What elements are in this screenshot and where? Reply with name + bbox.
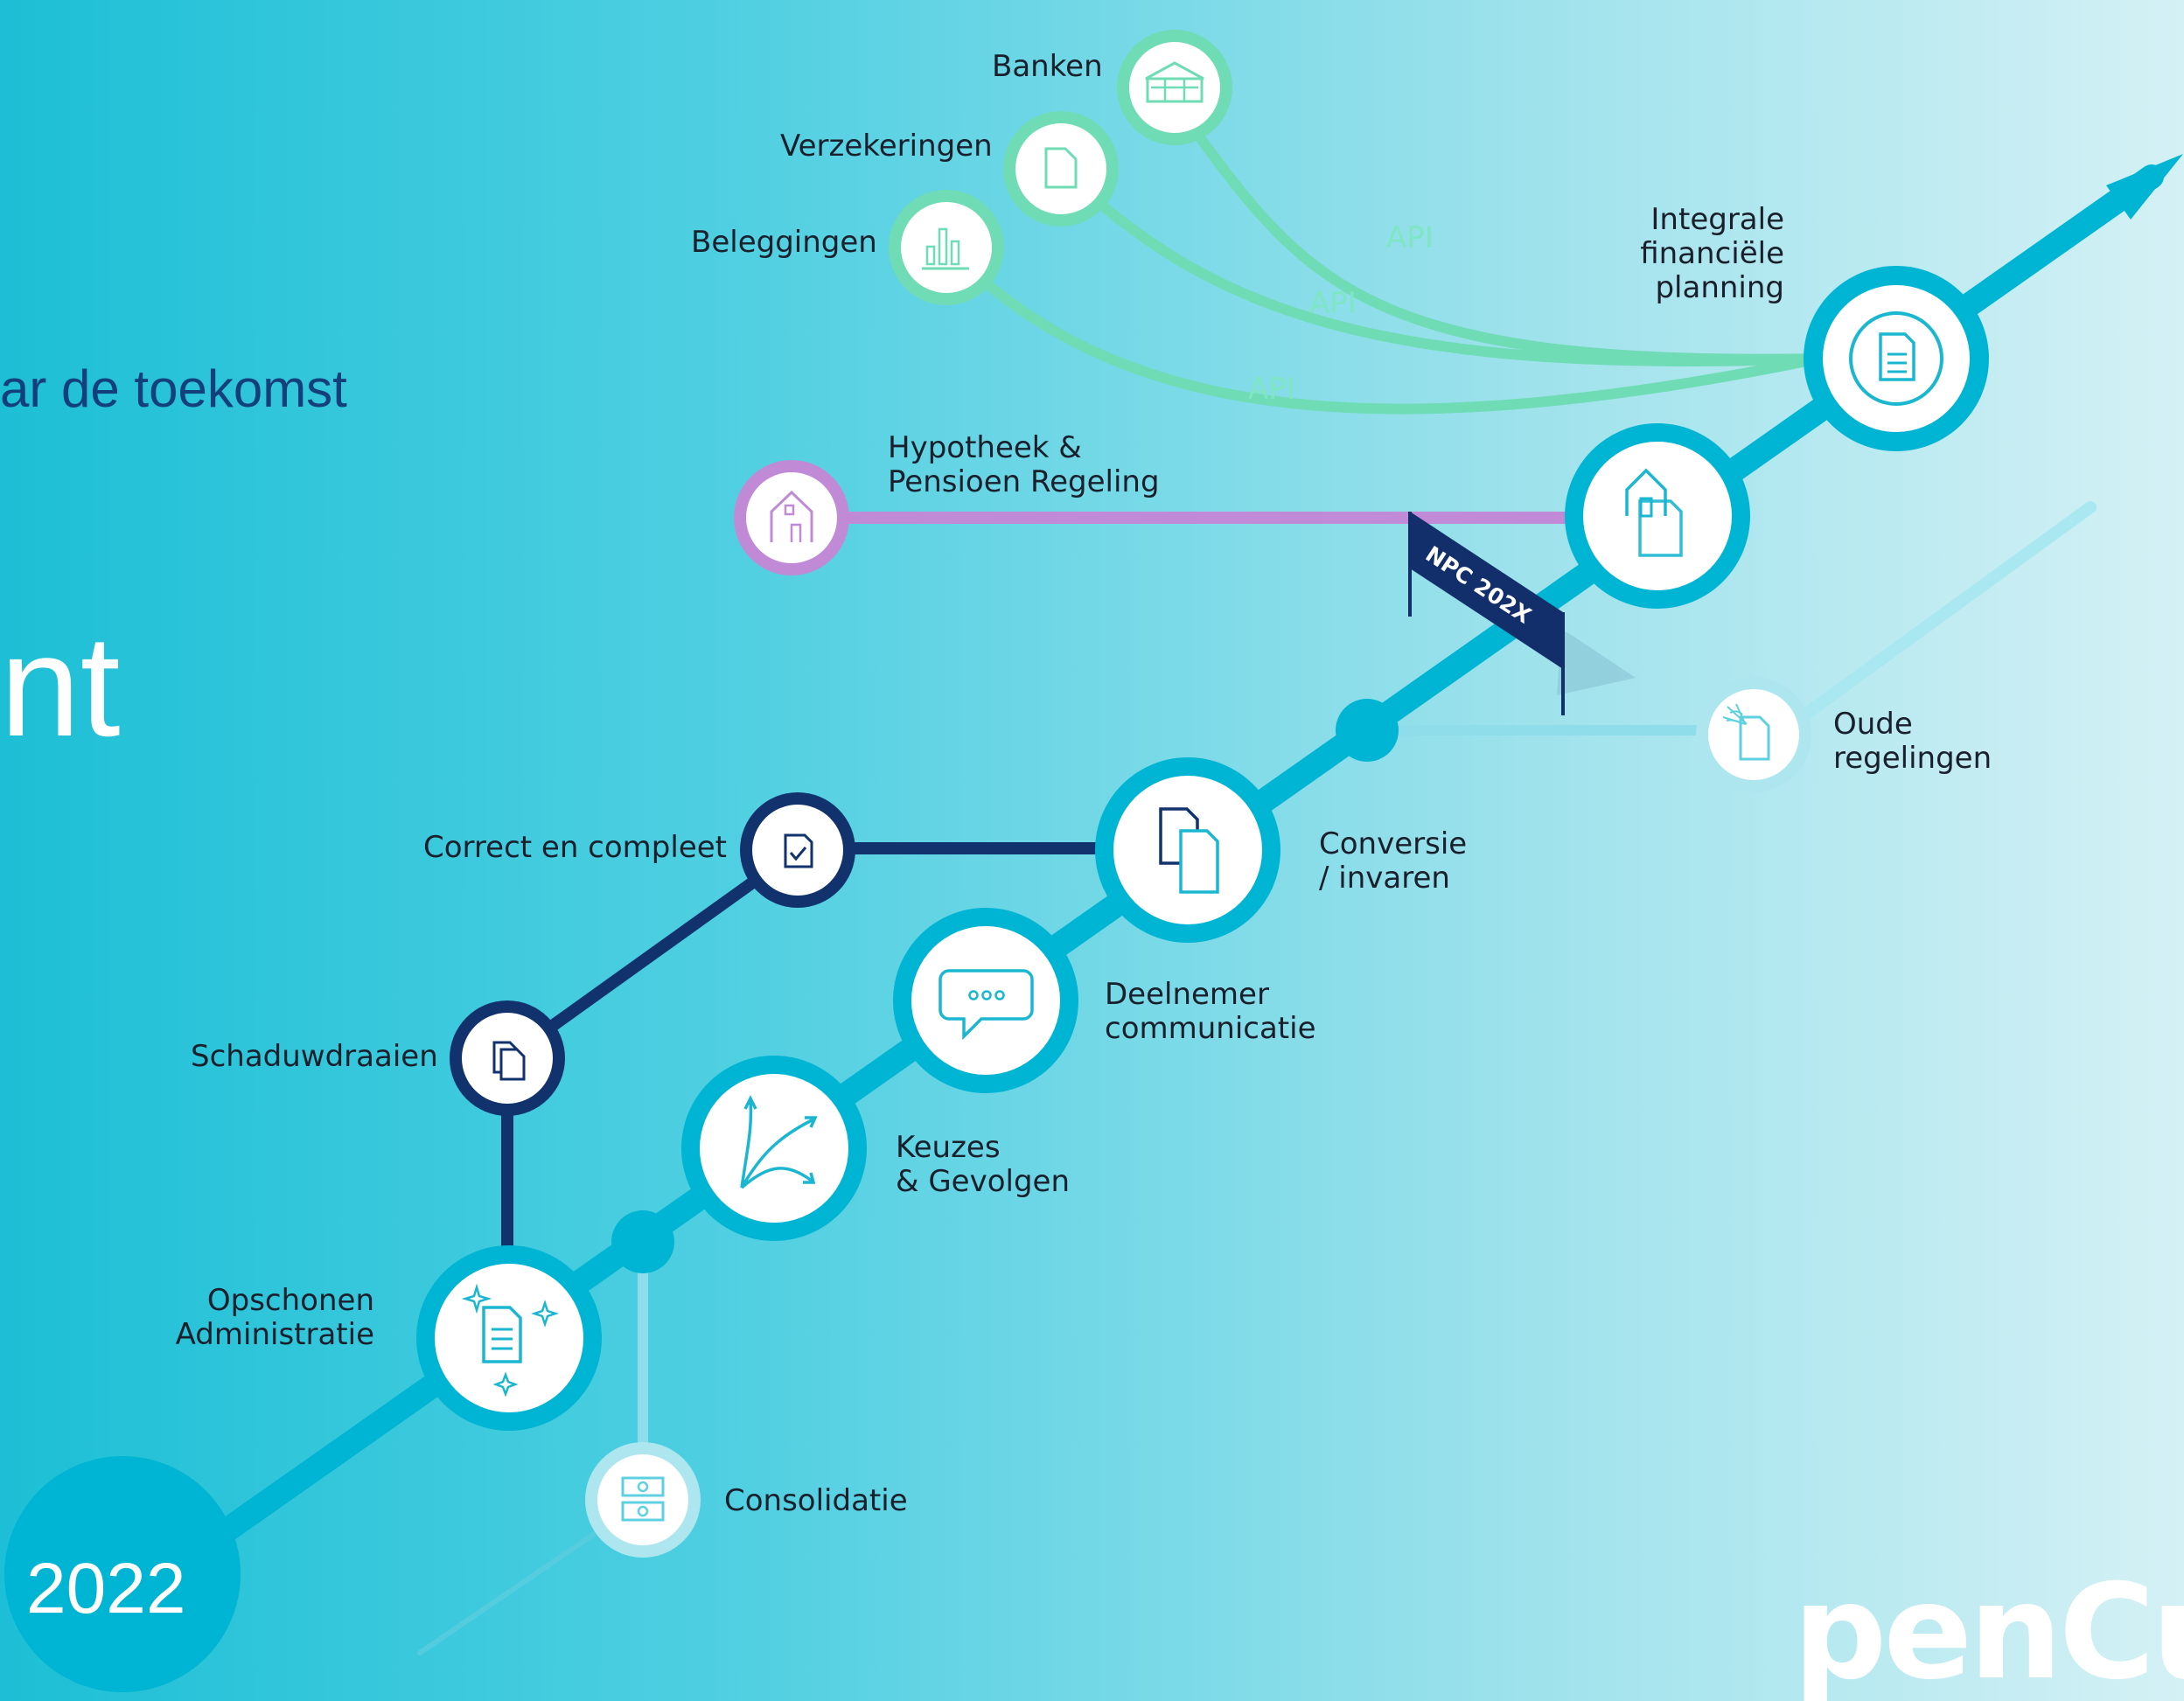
- pencu-logo: penCu: [1793, 1557, 2184, 1701]
- timeline-arrowhead: [2106, 154, 2183, 220]
- hypotheek-line-house-node: [1565, 423, 1750, 609]
- house-documents-icon: [1625, 468, 1683, 557]
- timeline-dot-oude: [1336, 699, 1399, 762]
- document-icon: [1044, 147, 1078, 189]
- label-verzekeringen: Verzekeringen: [780, 129, 993, 164]
- label-deelnemer: Deelnemer communicatie: [1105, 977, 1316, 1046]
- label-consolidatie: Consolidatie: [724, 1483, 908, 1518]
- flag-banner: [1410, 512, 1563, 669]
- conversie-node: [1095, 757, 1280, 943]
- label-opschonen: Opschonen Administratie: [175, 1283, 374, 1352]
- label-keuzes: Keuzes & Gevolgen: [896, 1130, 1071, 1199]
- label-correct: Correct en compleet: [423, 830, 727, 865]
- hypotheek-node: [734, 460, 849, 575]
- api-curve-verzekeringen: [1058, 166, 1820, 367]
- schaduw-node: [450, 1000, 565, 1116]
- label-hypotheek: Hypotheek & Pensioen Regeling: [888, 430, 1160, 499]
- beleggingen-node: [889, 190, 1004, 305]
- year-circle: [4, 1456, 241, 1692]
- chat-bubble-icon: [938, 969, 1034, 1041]
- checked-document-icon: [784, 833, 813, 868]
- label-oude: Oude regelingen: [1833, 707, 1992, 776]
- sparkle-document-icon: [461, 1283, 559, 1398]
- opschonen-node: [416, 1245, 602, 1431]
- label-beleggingen: Beleggingen: [691, 225, 877, 260]
- shadow-track-line: [501, 842, 1106, 1246]
- slide-title: nt: [0, 605, 121, 766]
- api-label-banken: API: [1386, 220, 1434, 255]
- api-curve-beleggingen: [945, 245, 1821, 415]
- consolidatie-node: [585, 1442, 701, 1558]
- shadow-documents-icon: [492, 1041, 526, 1081]
- flag-shadow: [1557, 630, 1636, 695]
- copy-documents-icon: [1159, 807, 1219, 894]
- faded-branch-line: [1796, 501, 2097, 723]
- diverging-arrows-icon: [740, 1095, 818, 1189]
- refresh-document-icon: [1879, 332, 1915, 381]
- oude-node: [1696, 677, 1811, 792]
- cobweb-document-icon: [1722, 703, 1770, 761]
- verzekeringen-node: [1003, 111, 1119, 227]
- label-banken: Banken: [992, 49, 1103, 84]
- label-integrale: Integrale financiële planning: [1640, 202, 1784, 305]
- correct-node: [740, 792, 855, 908]
- integrale-node: [1804, 266, 1989, 451]
- slide-subtitle: ar de toekomst: [0, 359, 347, 418]
- label-conversie: Conversie / invaren: [1319, 826, 1468, 896]
- timeline-dot-consolidatie: [611, 1210, 674, 1273]
- bank-building-icon: [1145, 61, 1204, 103]
- label-schaduw: Schaduwdraaien: [191, 1039, 438, 1074]
- keuzes-node: [681, 1056, 867, 1241]
- house-icon: [770, 490, 813, 542]
- year-label: 2022: [26, 1549, 186, 1628]
- money-notes-icon: [621, 1476, 665, 1522]
- faint-bg-line: [417, 1519, 615, 1656]
- api-label-beleggingen: API: [1248, 372, 1295, 407]
- bar-chart-icon: [922, 227, 969, 270]
- deelnemer-node: [893, 908, 1078, 1093]
- banken-node: [1117, 30, 1232, 145]
- api-label-verzekeringen: API: [1309, 286, 1357, 321]
